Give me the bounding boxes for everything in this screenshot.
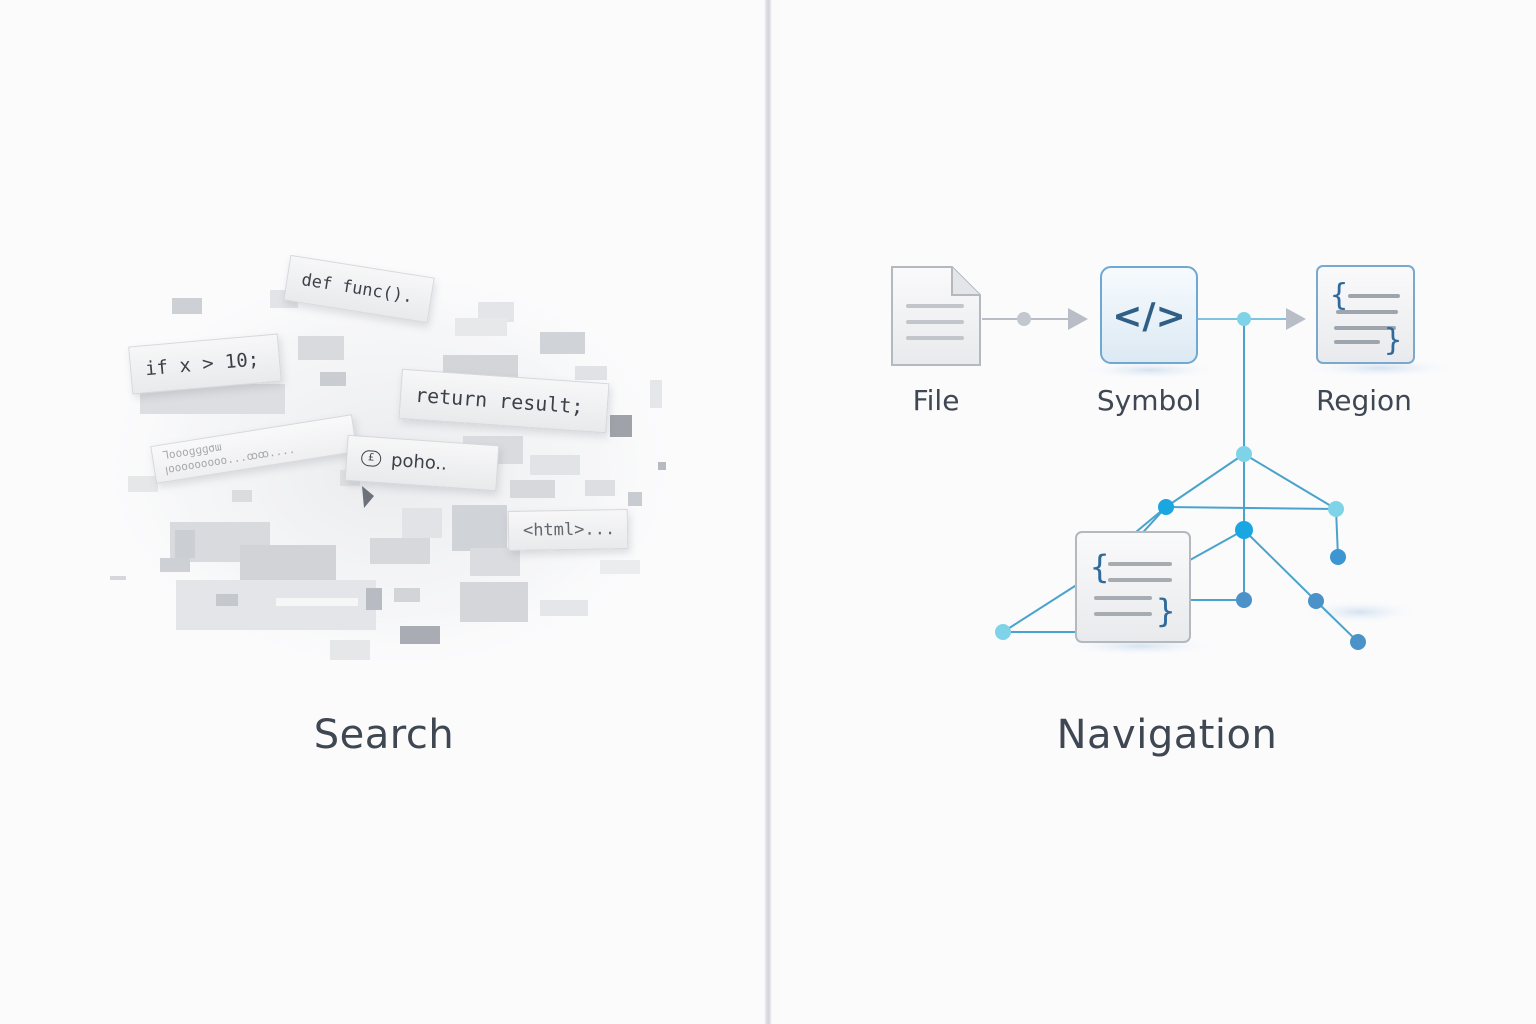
region-label: Region [1316,384,1412,417]
card-brace-close: } [1156,592,1175,630]
code-brackets-icon: </> [1100,266,1198,364]
panel-divider [764,0,772,1024]
flow-arrow-symbol-region [1198,308,1306,330]
navigation-panel: </> { } { } File Symbol Region Navigatio… [772,0,1536,1024]
search-panel: def func(). if x > 10; return result; Ꞁo… [0,0,764,1024]
symbol-label: Symbol [1096,384,1202,417]
code-block-card-icon: { } [1075,531,1191,643]
curly-braces-icon: { } [1316,265,1415,364]
graph-nodes [995,312,1366,650]
file-icon [891,266,981,366]
region-brace-open: { [1330,278,1348,313]
file-label: File [912,384,960,417]
graph-edges [1002,319,1359,643]
symbol-glyph: </> [1112,296,1185,337]
navigation-caption: Navigation [1056,712,1278,758]
card-brace-open: { [1090,548,1109,586]
flow-arrow-file-symbol [982,308,1088,330]
search-caption: Search [313,712,455,758]
region-brace-close: } [1384,323,1402,358]
